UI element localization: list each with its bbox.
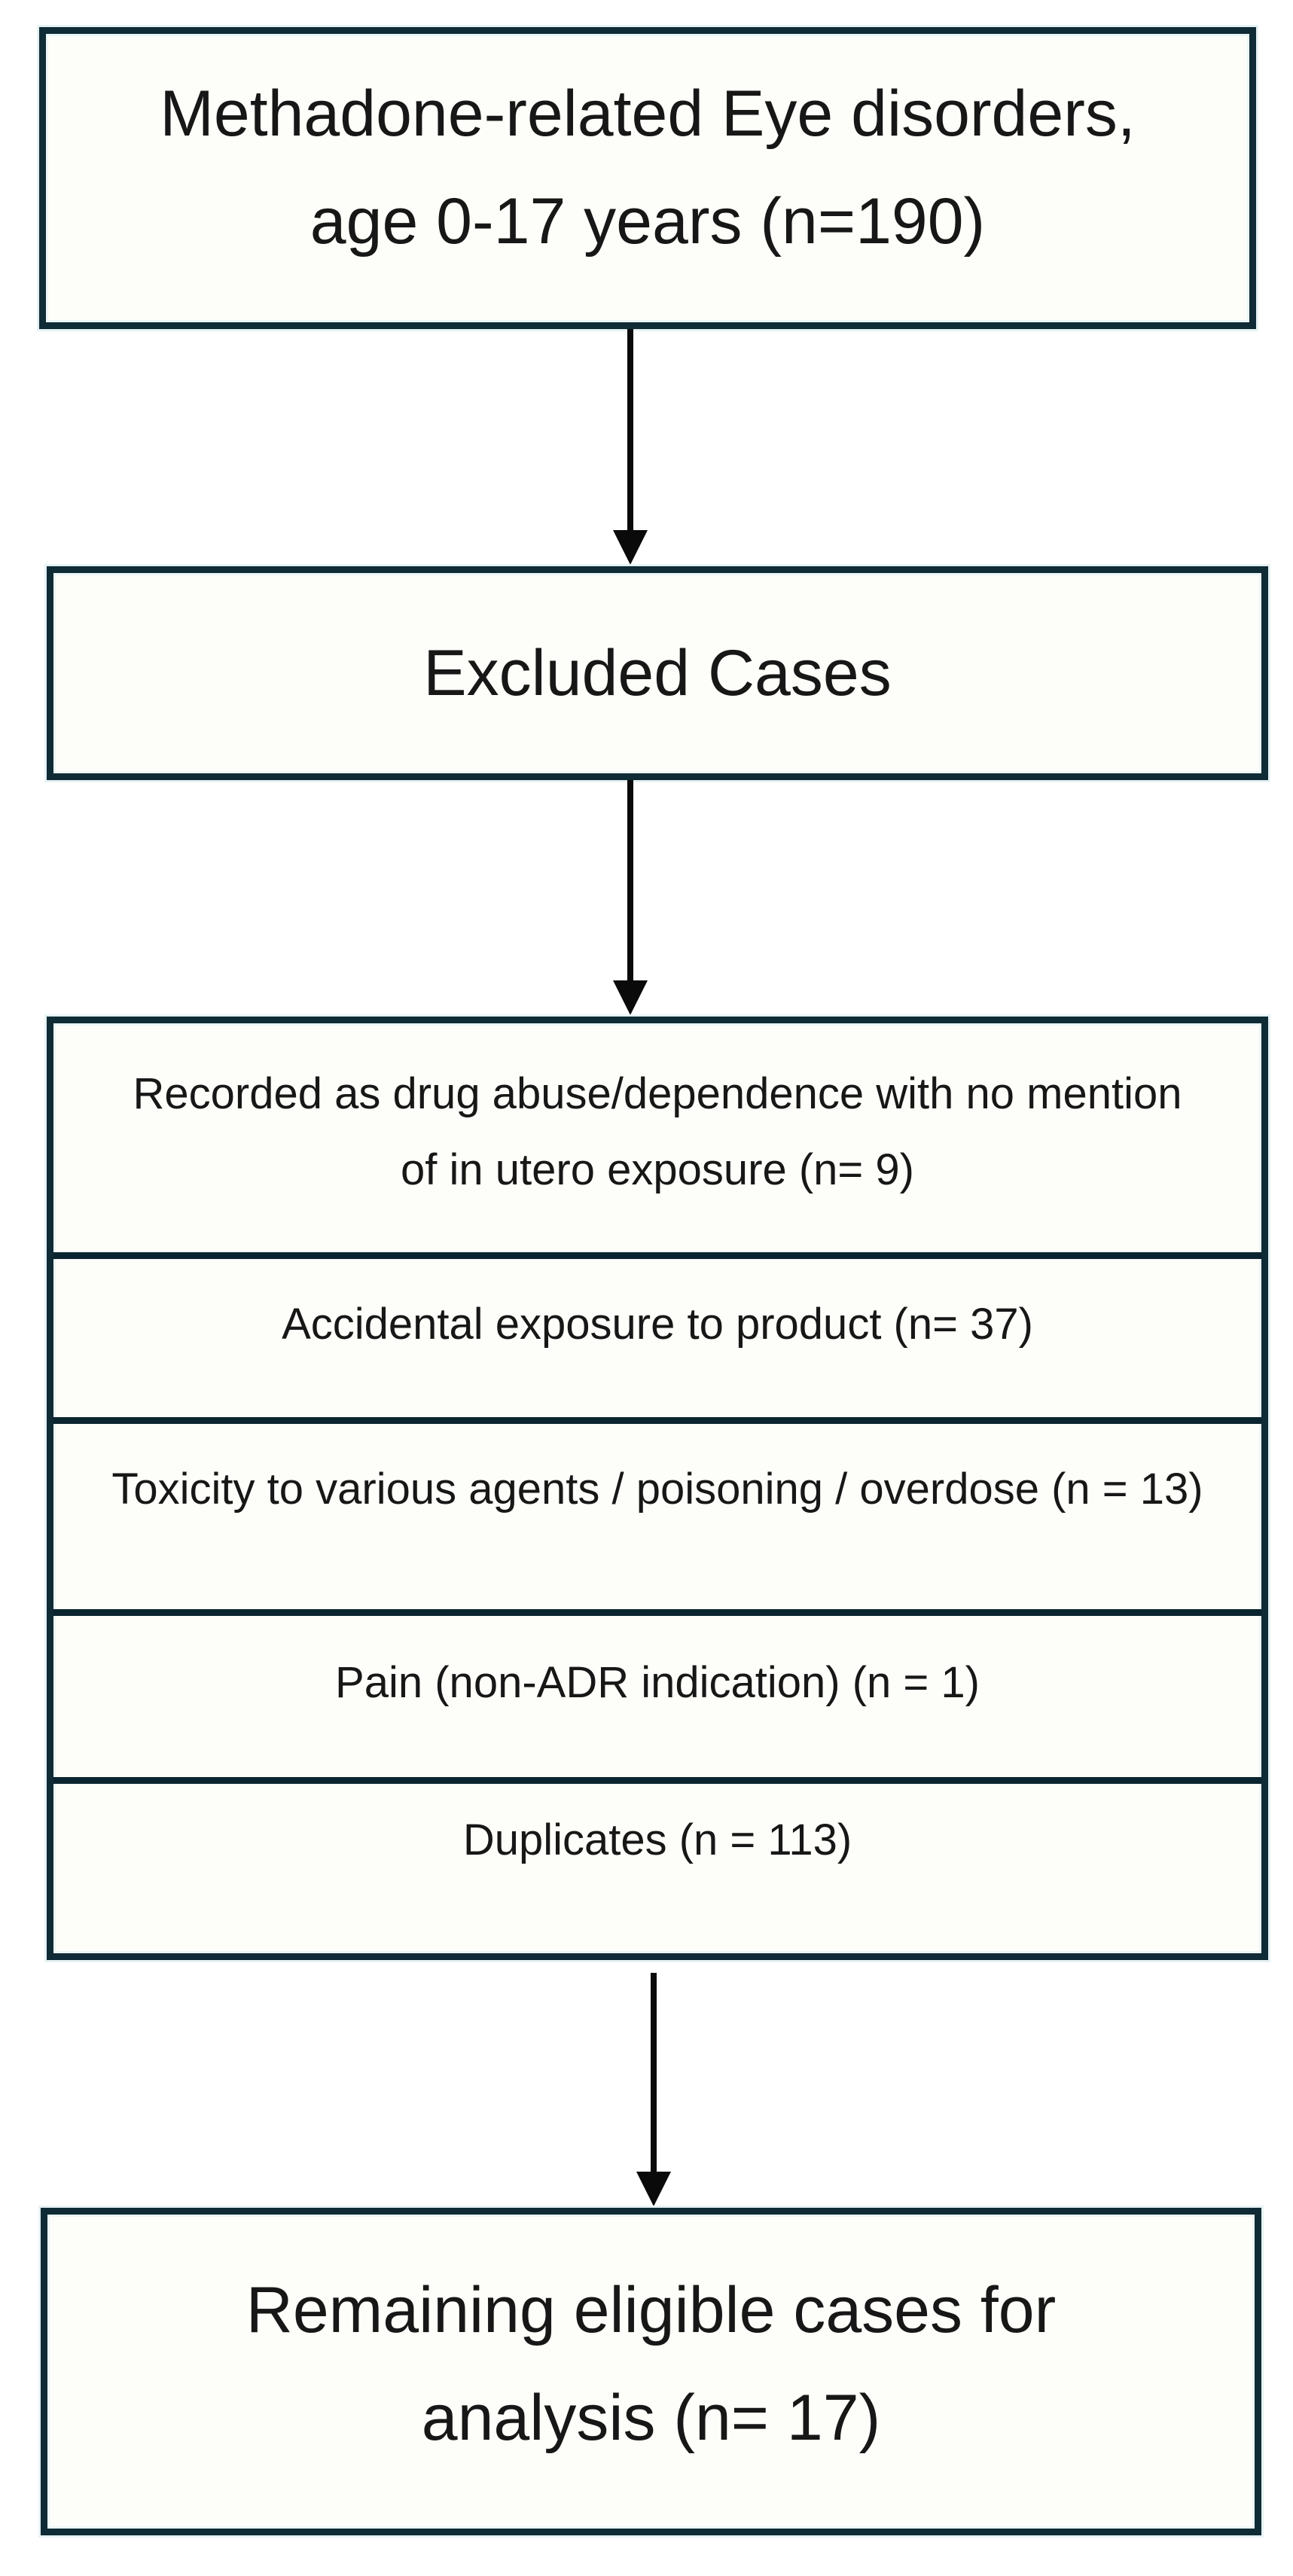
exclusion-row-duplicates: Duplicates (n = 113) bbox=[53, 1777, 1261, 1953]
down-arrow-icon bbox=[636, 2172, 671, 2206]
exclusion-row-line: Pain (non-ADR indication) (n = 1) bbox=[335, 1658, 980, 1708]
exclusion-row-pain: Pain (non-ADR indication) (n = 1) bbox=[53, 1609, 1261, 1777]
exclusion-row-line: Recorded as drug abuse/dependence with n… bbox=[133, 1069, 1182, 1118]
exclusion-row-line: Accidental exposure to product (n= 37) bbox=[282, 1300, 1033, 1349]
excluded-cases-box: Excluded Cases bbox=[47, 566, 1268, 780]
arrow-stem bbox=[627, 329, 633, 530]
exclusion-row-line: Duplicates (n = 113) bbox=[462, 1815, 852, 1864]
arrow-stem bbox=[627, 780, 633, 980]
exclusion-row-toxicity: Toxicity to various agents / poisoning /… bbox=[53, 1417, 1261, 1609]
exclusion-reasons-table: Recorded as drug abuse/dependence with n… bbox=[47, 1017, 1268, 1960]
remaining-cases-line-1: Remaining eligible cases for bbox=[245, 2273, 1057, 2346]
exclusion-row-accidental-exposure: Accidental exposure to product (n= 37) bbox=[53, 1252, 1261, 1417]
exclusion-row-line: Toxicity to various agents / poisoning /… bbox=[111, 1465, 1203, 1514]
down-arrow-icon bbox=[613, 980, 648, 1015]
down-arrow-3 bbox=[636, 1973, 671, 2206]
remaining-cases-box: Remaining eligible cases for analysis (n… bbox=[41, 2208, 1261, 2535]
source-population-line-2: age 0-17 years (n=190) bbox=[310, 184, 986, 258]
excluded-cases-label: Excluded Cases bbox=[423, 636, 892, 709]
down-arrow-icon bbox=[613, 530, 648, 565]
remaining-cases-line-2: analysis (n= 17) bbox=[421, 2381, 881, 2454]
source-population-line-1: Methadone-related Eye disorders, bbox=[160, 77, 1136, 150]
exclusion-row-line: of in utero exposure (n= 9) bbox=[401, 1145, 914, 1194]
down-arrow-1 bbox=[613, 329, 648, 565]
source-population-box: Methadone-related Eye disorders, age 0-1… bbox=[39, 27, 1256, 329]
exclusion-row-drug-abuse: Recorded as drug abuse/dependence with n… bbox=[53, 1023, 1261, 1252]
arrow-stem bbox=[651, 1973, 657, 2172]
down-arrow-2 bbox=[613, 780, 648, 1015]
